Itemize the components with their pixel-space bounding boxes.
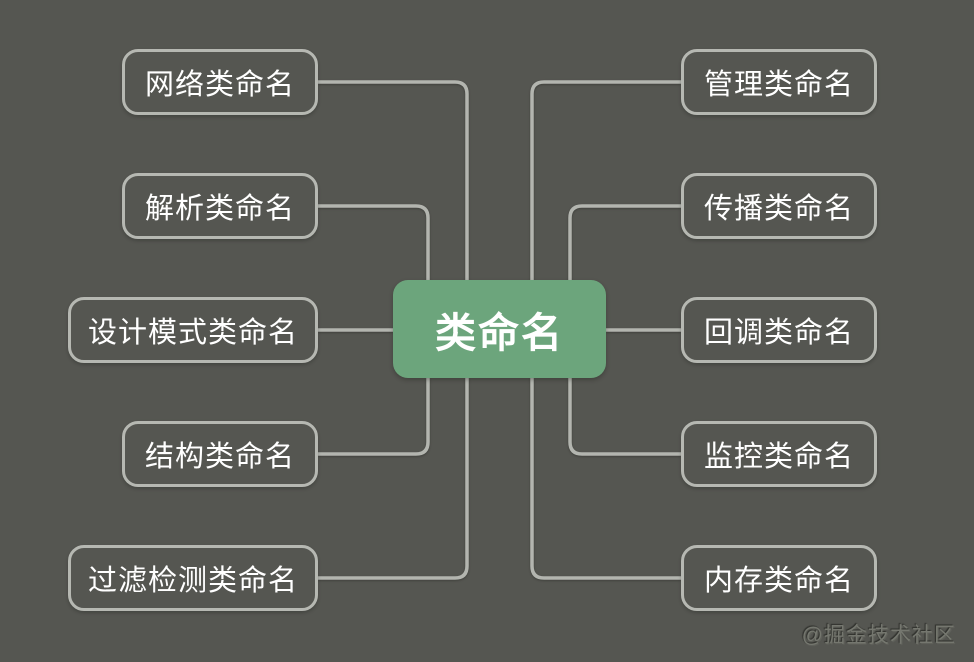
- node-structure-class-naming[interactable]: 结构类命名: [122, 421, 318, 487]
- node-memory-class-naming[interactable]: 内存类命名: [681, 545, 877, 611]
- connector-propagation: [568, 204, 681, 280]
- node-propagation-class-naming[interactable]: 传播类命名: [681, 173, 877, 239]
- node-design-pattern-class-naming[interactable]: 设计模式类命名: [68, 297, 318, 363]
- node-monitoring-class-naming[interactable]: 监控类命名: [681, 421, 877, 487]
- connector-structure: [318, 378, 430, 456]
- connector-monitoring: [568, 378, 681, 456]
- node-callback-class-naming[interactable]: 回调类命名: [681, 297, 877, 363]
- root-node-class-naming[interactable]: 类命名: [393, 280, 606, 378]
- node-management-class-naming[interactable]: 管理类命名: [681, 49, 877, 115]
- juejin-watermark: @掘金技术社区: [801, 624, 956, 647]
- connector-memory: [530, 378, 681, 580]
- connector-filter-detection: [318, 378, 469, 580]
- node-filter-detection-class-naming[interactable]: 过滤检测类命名: [68, 545, 318, 611]
- connector-management: [530, 80, 681, 280]
- node-network-class-naming[interactable]: 网络类命名: [122, 49, 318, 115]
- node-parsing-class-naming[interactable]: 解析类命名: [122, 173, 318, 239]
- connector-parsing: [318, 204, 430, 280]
- connector-network: [318, 80, 469, 280]
